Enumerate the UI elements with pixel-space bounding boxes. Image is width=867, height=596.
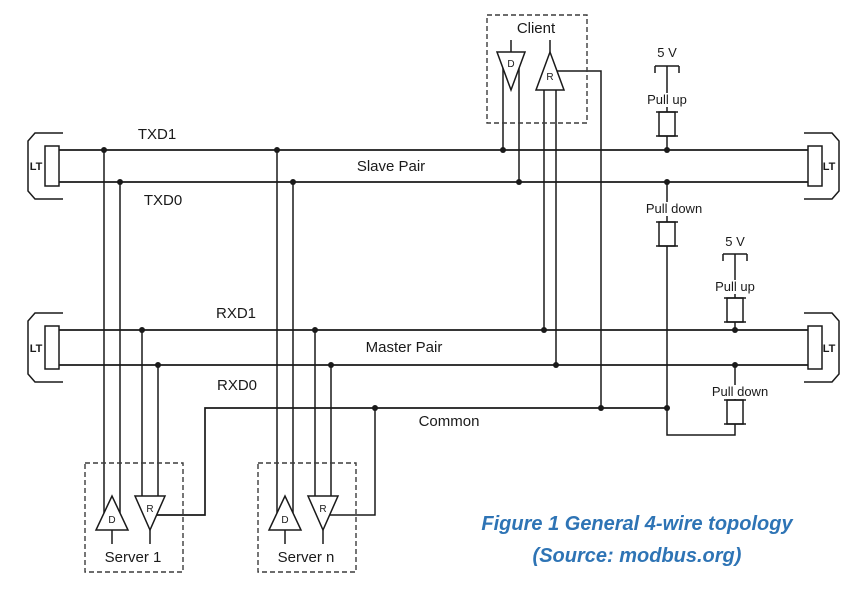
driver-triangle (495, 51, 527, 93)
receiver-label: R (319, 504, 326, 515)
junction-dot (541, 327, 547, 333)
pull-up-resistor (658, 111, 676, 137)
server1-box (84, 462, 184, 573)
label-backing (644, 93, 690, 107)
junction-dot (290, 179, 296, 185)
driver-label: D (108, 515, 115, 526)
lt-terminator-bottom-left: LT (27, 312, 63, 383)
junction-dot (372, 405, 378, 411)
lt-bracket (804, 312, 840, 383)
pulldown-caps (724, 399, 746, 425)
driver-triangle (267, 494, 303, 531)
server-n-device: D R Server n (257, 150, 376, 573)
txd0-label: TXD0 (144, 192, 182, 209)
pull-down-label: Pull down (712, 384, 768, 399)
junction-dot (598, 405, 604, 411)
junction-dot (664, 179, 670, 185)
client-common-link (557, 70, 602, 408)
client-label: Client (517, 20, 556, 37)
junction-dot (664, 405, 670, 411)
lt-label: LT (823, 343, 836, 355)
lt-bracket (27, 132, 63, 200)
junction-dot (274, 147, 280, 153)
junction-dot (139, 327, 145, 333)
lt-bracket (804, 132, 840, 200)
driver-triangle (94, 494, 130, 531)
driver-label: D (507, 59, 514, 70)
common-label: Common (419, 413, 480, 430)
junction-dot (732, 327, 738, 333)
rxd0-label: RXD0 (217, 377, 257, 394)
lt-terminator-bottom-right: LT (804, 312, 840, 383)
label-backing (709, 385, 771, 399)
master-pair-label: Master Pair (366, 339, 443, 356)
receiver-label: R (146, 504, 153, 515)
txd1-label: TXD1 (138, 126, 176, 143)
receiver-triangle (306, 495, 340, 532)
junction-dot (117, 179, 123, 185)
lt-bracket (27, 312, 63, 383)
pulldown-to-common (666, 246, 736, 436)
junction-dot (155, 362, 161, 368)
servern-label: Server n (278, 549, 335, 566)
lt-resistor (807, 145, 823, 187)
caption-line-2: (Source: modbus.org) (533, 545, 742, 567)
junction-dot (101, 147, 107, 153)
bias-network-master-pair: 5 V Pull up Pull down (709, 234, 771, 425)
client-box (486, 14, 588, 124)
lt-terminator-top-right: LT (804, 132, 840, 200)
receiver-triangle (534, 49, 566, 91)
bus-lines (59, 149, 808, 516)
label-backing (712, 280, 758, 294)
receiver-label: R (546, 72, 553, 83)
pull-up-resistor (726, 297, 744, 323)
caption-line-1: Figure 1 General 4-wire topology (481, 513, 793, 535)
pull-down-resistor (726, 399, 744, 425)
junction-dot (500, 147, 506, 153)
label-backing (643, 202, 705, 216)
lt-terminator-top-left: LT (27, 132, 63, 200)
receiver-triangle (133, 495, 167, 532)
pull-down-label: Pull down (646, 201, 702, 216)
lt-label: LT (30, 161, 43, 173)
rxd1-label: RXD1 (216, 305, 256, 322)
supply-5v-label: 5 V (725, 234, 745, 249)
driver-label: D (281, 515, 288, 526)
common-line (157, 407, 667, 516)
bus-labels: TXD1 TXD0 Slave Pair RXD1 RXD0 Master Pa… (138, 126, 480, 430)
pull-up-label: Pull up (647, 92, 687, 107)
junction-dot (553, 362, 559, 368)
figure-caption: Figure 1 General 4-wire topology (Source… (481, 513, 793, 567)
servern-box (257, 462, 357, 573)
junction-dot (664, 147, 670, 153)
supply-5v-label: 5 V (657, 45, 677, 60)
lt-resistor (44, 145, 60, 187)
lt-resistor (44, 325, 60, 370)
lt-resistor (807, 325, 823, 370)
slave-pair-label: Slave Pair (357, 158, 425, 175)
server-1-device: D R Server 1 (84, 150, 184, 573)
junction-dot (312, 327, 318, 333)
junction-dot (732, 362, 738, 368)
server1-label: Server 1 (105, 549, 162, 566)
client-device: Client D R (486, 14, 602, 408)
junction-dots (101, 147, 738, 411)
lt-label: LT (30, 343, 43, 355)
bias-network-slave-pair: 5 V Pull up Pull down (643, 45, 736, 436)
lt-label: LT (823, 161, 836, 173)
junction-dot (516, 179, 522, 185)
pull-down-resistor (658, 221, 676, 247)
servern-common-link (330, 408, 376, 516)
junction-dot (328, 362, 334, 368)
pull-up-label: Pull up (715, 279, 755, 294)
